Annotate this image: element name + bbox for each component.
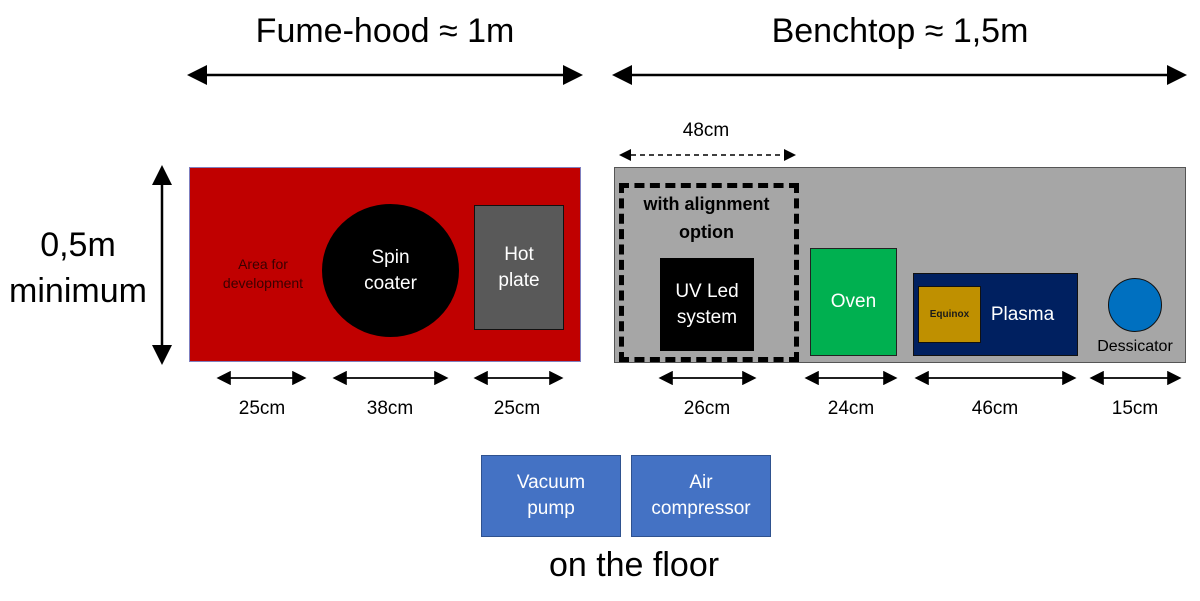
alignment-line1: with alignment [643,194,770,214]
uv-line1: UV Led [675,280,739,302]
hot-width-label: 25cm [493,398,541,419]
equinox: Equinox [918,286,981,343]
hot-plate: Hot plate [474,205,564,330]
fume-hood-title: Fume-hood ≈ 1m [255,12,515,50]
plasma-label: Plasma [990,304,1055,325]
floor-label: on the floor [548,546,720,584]
alignment-width-label: 48cm [682,120,730,141]
development-area-label: Area for development [213,255,313,293]
area-line1: Area for [238,256,288,272]
spin-width-label: 38cm [366,398,414,419]
plasma-width-label: 46cm [971,398,1019,419]
vacuum-line1: Vacuum [516,472,586,493]
oven: Oven [810,248,897,356]
air-compressor: Air compressor [631,455,771,537]
area-width-label: 25cm [238,398,286,419]
vacuum-pump: Vacuum pump [481,455,621,537]
depth-label: 0,5m minimum [0,222,156,314]
dessicator-label: Dessicator [1097,338,1173,355]
hot-line1: Hot [504,243,534,265]
spin-line1: Spin [371,246,410,268]
dessicator-width-label: 15cm [1111,398,1159,419]
benchtop-title: Benchtop ≈ 1,5m [771,12,1029,50]
spin-line2: coater [364,272,417,294]
oven-width-label: 24cm [827,398,875,419]
air-line2: compressor [651,498,751,519]
uv-led-system: UV Led system [660,258,754,351]
air-line1: Air [689,472,713,493]
dessicator [1108,278,1162,332]
spin-coater: Spin coater [322,204,459,337]
vacuum-line2: pump [527,498,575,519]
uv-width-label: 26cm [683,398,731,419]
hot-line2: plate [498,269,540,291]
alignment-option-zone [619,183,799,362]
alignment-option-label: with alignment option [624,190,789,246]
uv-line2: system [676,306,738,328]
depth-qualifier: minimum [9,272,147,310]
depth-value: 0,5m [40,226,116,264]
alignment-line2: option [679,222,734,242]
area-line2: development [222,275,304,291]
